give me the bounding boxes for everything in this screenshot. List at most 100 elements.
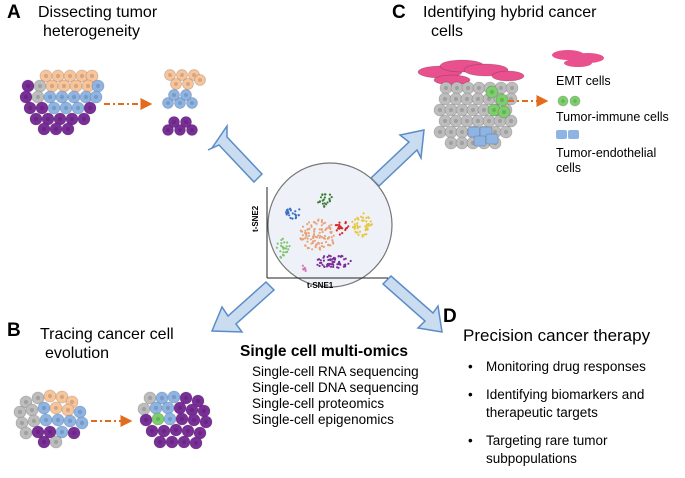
tsne-point (330, 196, 333, 199)
cell-nucleus (87, 105, 93, 111)
legend-tumor-endothelial-line2: cells (556, 161, 582, 175)
tsne-point (337, 227, 340, 230)
cell-nucleus (59, 94, 65, 100)
endothelial-cell (485, 133, 499, 145)
cell-nucleus (95, 83, 101, 89)
cell-nucleus (67, 418, 73, 424)
tsne-point (331, 240, 334, 244)
cell-nucleus (573, 99, 577, 103)
tsne-point (280, 244, 283, 247)
tsne-point (287, 248, 290, 251)
cell-nucleus (23, 399, 29, 405)
cell-nucleus (437, 107, 443, 113)
block-arrow-to-a (207, 123, 264, 184)
therapy-item-line2: therapeutic targets (486, 405, 598, 420)
tsne-point (361, 235, 364, 238)
tsne-point (322, 259, 325, 262)
tsne-point (367, 224, 370, 227)
cell-nucleus (475, 96, 481, 102)
tsne-point (320, 219, 324, 222)
tsne-point (286, 241, 289, 244)
cell (55, 390, 69, 404)
tsne-point (354, 218, 357, 221)
cell-nucleus (470, 107, 476, 113)
panel-d-title: Precision cancer therapy (463, 326, 651, 345)
tsne-point (327, 264, 330, 267)
tsne-point (304, 237, 307, 240)
cell (186, 97, 198, 109)
panel-a-title-line1: Dissecting tumor (38, 4, 158, 21)
cell-nucleus (189, 407, 195, 413)
cell-nucleus (55, 73, 61, 79)
cell-nucleus (61, 83, 67, 89)
cell-nucleus (465, 85, 471, 91)
cell-nucleus (47, 94, 53, 100)
tsne-point (338, 221, 341, 224)
tsne-point (331, 258, 334, 261)
legend-tumor-immune-label: Tumor-immune cells (556, 110, 669, 124)
cell-nucleus (561, 99, 565, 103)
tsne-point (353, 227, 356, 230)
tsne-point (315, 222, 318, 225)
cell (180, 89, 192, 101)
tsne-point (367, 222, 370, 226)
tsne-point (310, 225, 313, 228)
cell-nucleus (498, 85, 504, 91)
panel-b-title: Tracing cancer cell evolution (40, 325, 174, 363)
tsne-point (313, 239, 316, 242)
tsne-point (330, 236, 333, 239)
tsne-point (364, 225, 367, 228)
cell-nucleus (39, 105, 45, 111)
cell-nucleus (69, 116, 75, 122)
cell-nucleus (149, 428, 155, 434)
cell-nucleus (195, 398, 201, 404)
tsne-point (302, 268, 305, 271)
tsne-point (334, 224, 337, 227)
cell (19, 426, 33, 440)
cell-nucleus (31, 418, 37, 424)
legend-emt-icon (564, 59, 592, 67)
cell (55, 425, 69, 439)
tsne-point (279, 250, 282, 253)
tsne-point (323, 196, 326, 199)
endothelial-cell (473, 135, 487, 147)
item-prefix: Single-cell (252, 396, 315, 411)
cell-nucleus (35, 395, 41, 401)
tsne-point (318, 264, 321, 268)
cell-nucleus (35, 94, 41, 100)
tsne-point (313, 221, 317, 224)
tsne-point (341, 232, 344, 235)
cell-nucleus (83, 94, 89, 100)
cell-nucleus (489, 89, 495, 95)
cell (75, 416, 89, 430)
cell-nucleus (71, 430, 77, 436)
tsne-point (288, 214, 291, 217)
cell-nucleus (59, 429, 65, 435)
cell-nucleus (71, 94, 77, 100)
cell-nucleus (41, 126, 47, 132)
cell (61, 122, 75, 136)
cell-nucleus (499, 97, 505, 103)
separated-subpopulations-a (162, 69, 206, 136)
tsne-point (291, 217, 294, 220)
tsne-point (312, 235, 315, 238)
cell-nucleus (17, 409, 23, 415)
block-arrow-to-d (381, 274, 443, 333)
tsne-point (338, 225, 341, 228)
cell-nucleus (167, 416, 173, 422)
tsne-point (304, 269, 307, 272)
cell (187, 413, 201, 427)
cell (189, 436, 203, 450)
tsne-point (353, 223, 356, 226)
cell-nucleus (47, 429, 53, 435)
cell-nucleus (55, 417, 61, 423)
cell-nucleus (437, 129, 443, 135)
cell-nucleus (69, 399, 75, 405)
tsne-point (362, 219, 365, 222)
tsne-point (288, 207, 292, 210)
tsne-point (319, 196, 323, 199)
tsne-point (323, 255, 326, 258)
tsne-point (328, 224, 331, 227)
cell-nucleus (89, 73, 95, 79)
tsne-point (356, 231, 359, 234)
